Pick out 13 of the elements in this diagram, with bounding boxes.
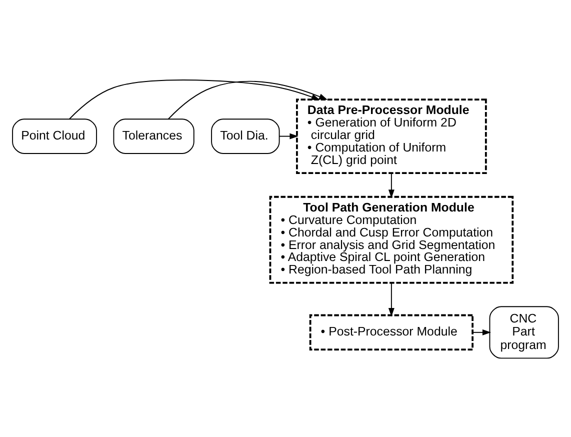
node-box: Tool Path Generation Module • Curvature Computation • Chordal and Cusp Error Computation • Error analysis and Grid Segmentation • Adaptive Spiral CL point Generation • Region-based Tool Path Planning (269, 195, 514, 284)
node-box: Point Cloud (12, 118, 97, 154)
node-box: Tool Dia. (211, 118, 280, 154)
node-box: CNC Part program (489, 306, 559, 358)
node-box: Data Pre-Processor Module • Generation of Uniform 2D circular grid • Computation of Uniform Z(CL) grid point (296, 98, 487, 174)
node-box: Tolerances (113, 118, 194, 154)
arrow (472, 328, 492, 335)
arrow (168, 80, 328, 119)
arrow (388, 282, 394, 316)
arrow (278, 132, 298, 139)
arrow (388, 172, 394, 198)
arrow (68, 79, 320, 119)
node-box: • Post-Processor Module (309, 314, 474, 350)
